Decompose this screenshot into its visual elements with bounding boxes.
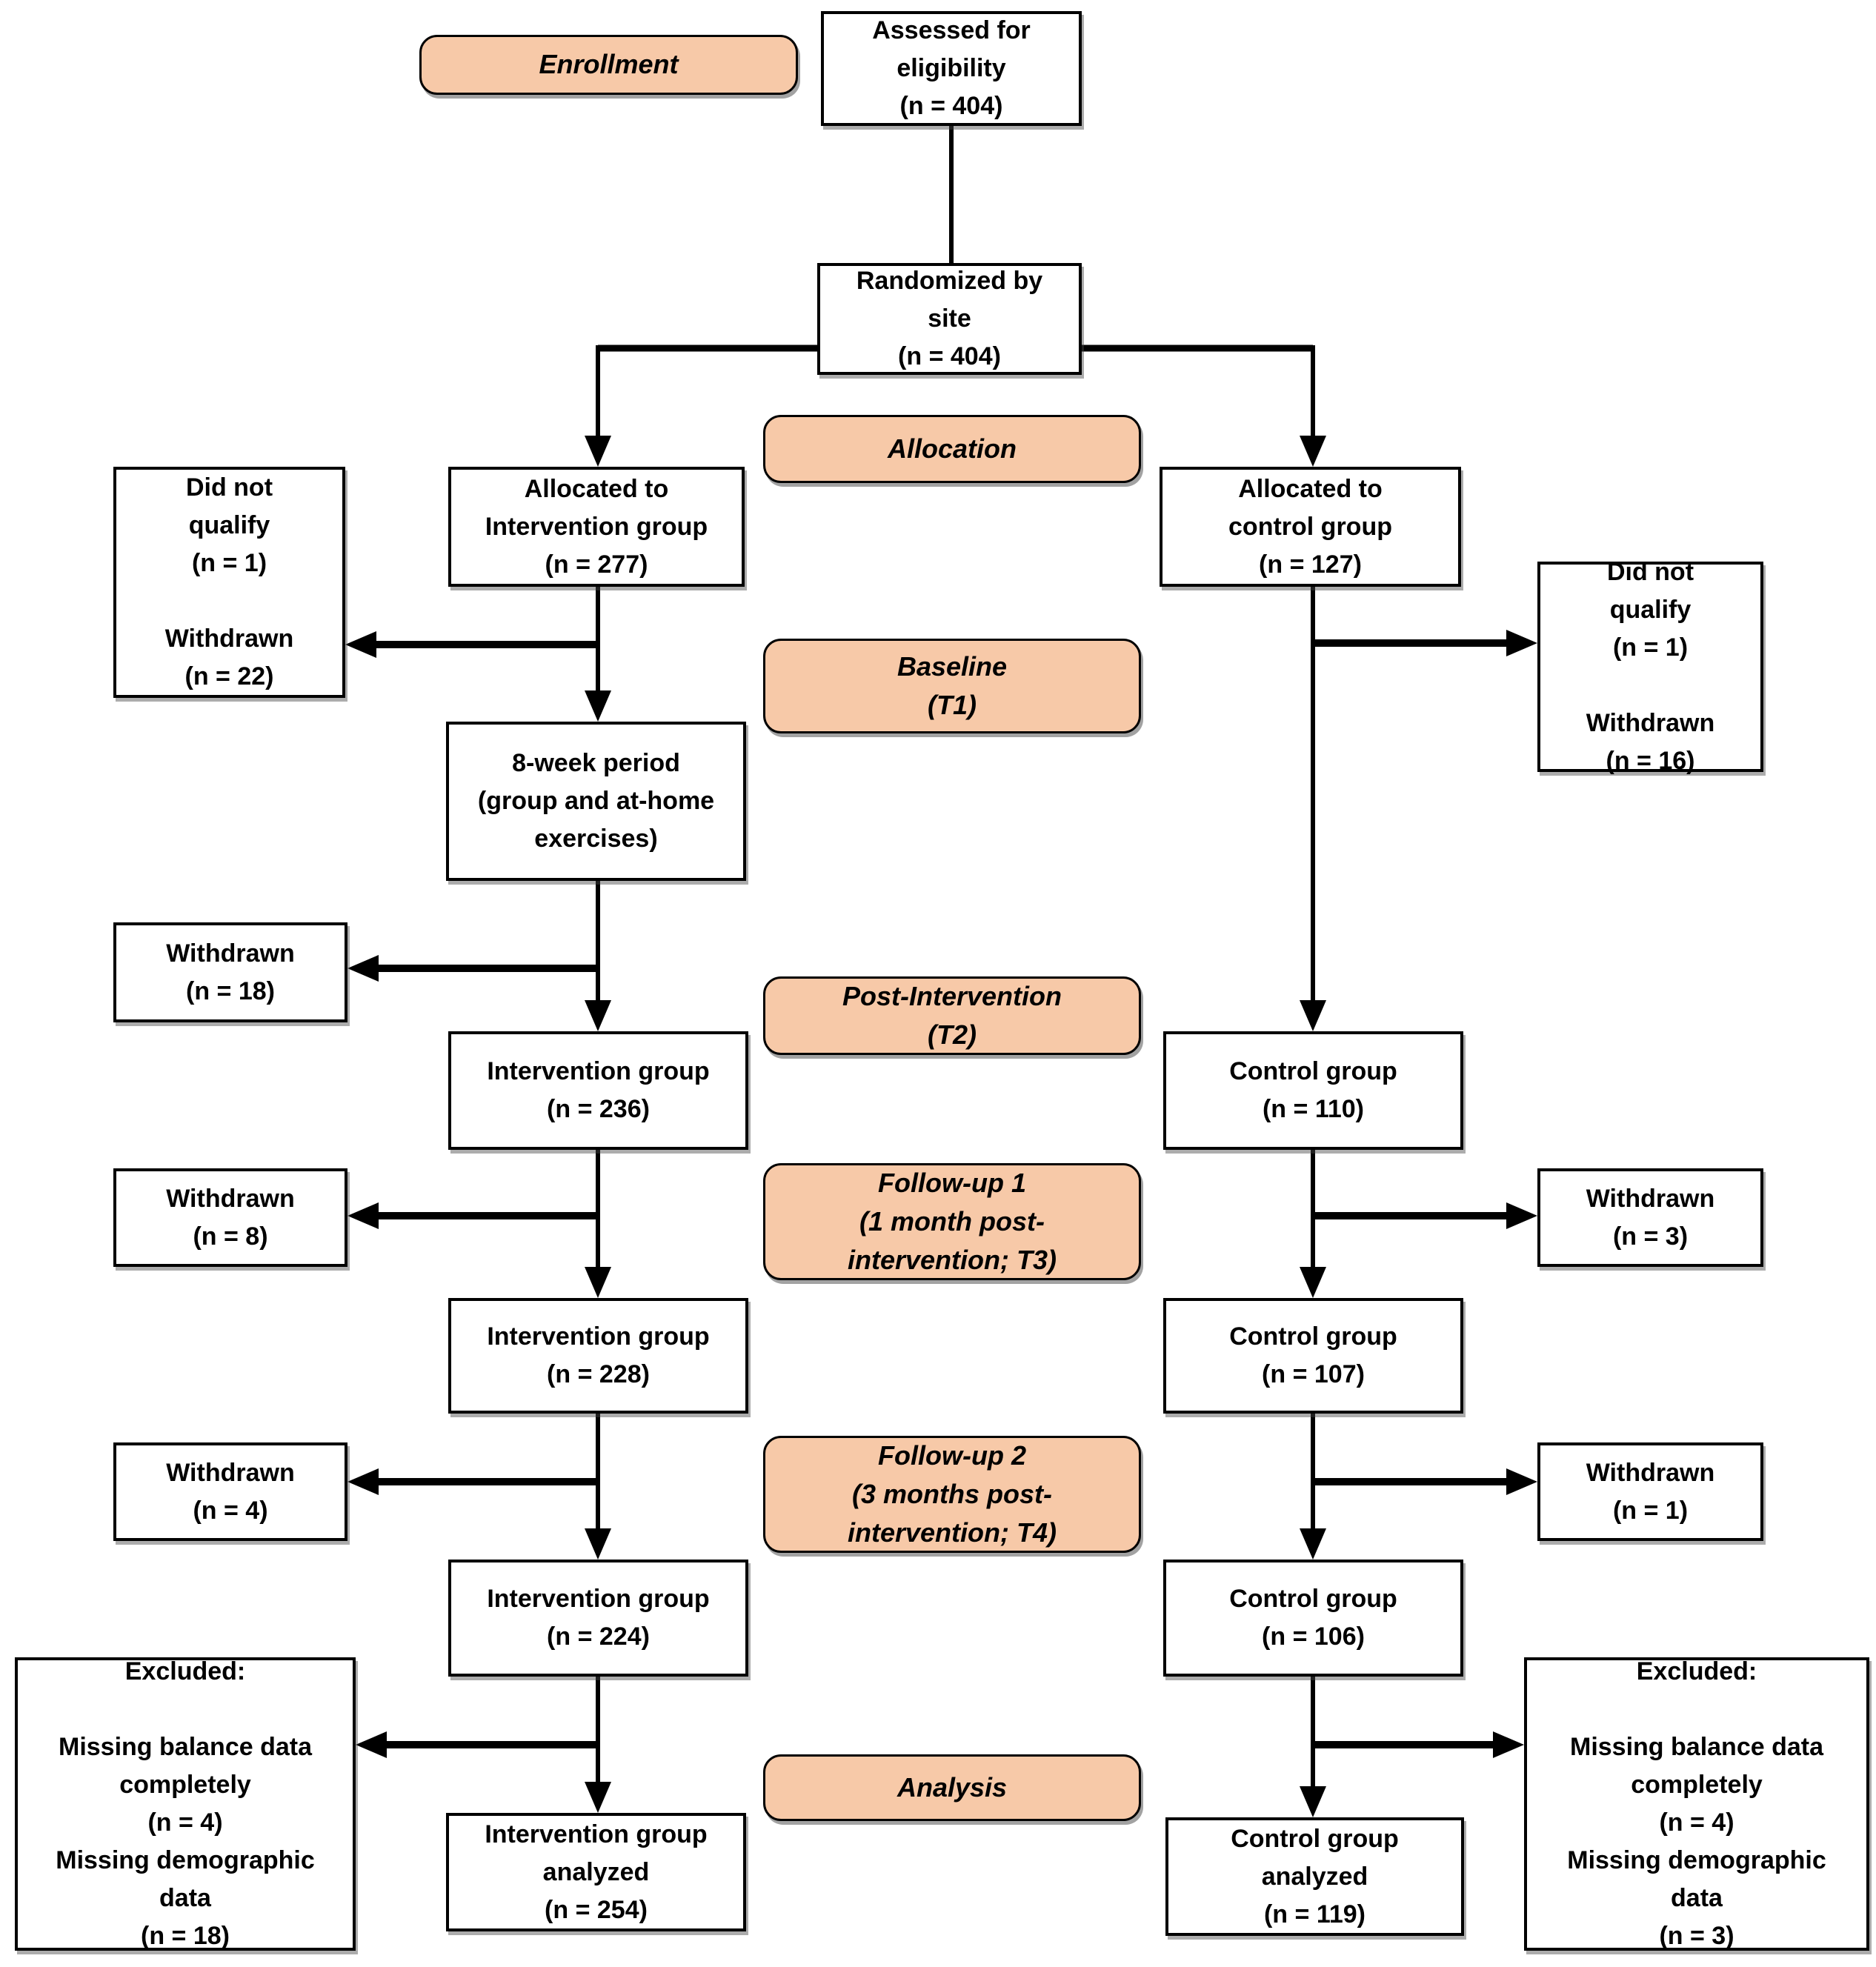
arrowhead-left-icon: [356, 1731, 387, 1758]
box-allocated-control: Allocated to control group (n = 127): [1160, 467, 1461, 587]
box-did-not-qualify-right: Did not qualify (n = 1) Withdrawn (n = 1…: [1537, 558, 1763, 775]
arrowhead-down-icon: [1300, 1267, 1326, 1298]
box-excluded-right: Excluded: Missing balance data completel…: [1524, 1657, 1869, 1951]
stage-followup2-t4: Follow-up 2 (3 months post- intervention…: [763, 1436, 1141, 1553]
box-intervention-analyzed: Intervention group analyzed (n = 254): [446, 1813, 746, 1931]
box-control-107: Control group (n = 107): [1163, 1298, 1463, 1414]
box-intervention-228: Intervention group (n = 228): [448, 1298, 748, 1414]
stage-post-intervention-t2: Post-Intervention (T2): [763, 976, 1141, 1055]
arrowhead-down-icon: [1300, 1528, 1326, 1560]
box-withdrawn-8: Withdrawn (n = 8): [113, 1168, 347, 1267]
box-intervention-224: Intervention group (n = 224): [448, 1560, 748, 1677]
arrowhead-left-icon: [347, 955, 379, 982]
arrowhead-down-icon: [1300, 1000, 1326, 1031]
box-did-not-qualify-left: Did not qualify (n = 1) Withdrawn (n = 2…: [113, 467, 345, 698]
box-assessed-eligibility: Assessed for eligibility (n = 404): [821, 11, 1082, 126]
box-withdrawn-1: Withdrawn (n = 1): [1537, 1442, 1763, 1541]
box-excluded-left: Excluded: Missing balance data completel…: [15, 1657, 356, 1951]
box-allocated-intervention: Allocated to Intervention group (n = 277…: [448, 467, 745, 587]
box-control-110: Control group (n = 110): [1163, 1031, 1463, 1150]
box-withdrawn-3: Withdrawn (n = 3): [1537, 1168, 1763, 1267]
arrowhead-right-icon: [1493, 1731, 1524, 1758]
arrowhead-down-icon: [1300, 1786, 1326, 1817]
stage-analysis: Analysis: [763, 1754, 1141, 1821]
box-withdrawn-18: Withdrawn (n = 18): [113, 922, 347, 1022]
box-8-week-period: 8-week period (group and at-home exercis…: [446, 722, 746, 881]
stage-enrollment: Enrollment: [419, 35, 798, 95]
stage-followup1-t3: Follow-up 1 (1 month post- intervention;…: [763, 1163, 1141, 1280]
arrowhead-down-icon: [1300, 436, 1326, 467]
stage-allocation: Allocation: [763, 415, 1141, 483]
arrowhead-down-icon: [585, 1782, 611, 1813]
arrowhead-down-icon: [585, 690, 611, 722]
arrowhead-down-icon: [585, 436, 611, 467]
arrowhead-down-icon: [585, 1528, 611, 1560]
box-randomized-by-site: Randomized by site (n = 404): [817, 263, 1082, 375]
box-control-analyzed: Control group analyzed (n = 119): [1165, 1817, 1464, 1936]
box-withdrawn-4: Withdrawn (n = 4): [113, 1442, 347, 1541]
arrowhead-down-icon: [585, 1267, 611, 1298]
arrowhead-left-icon: [345, 631, 376, 658]
box-control-106: Control group (n = 106): [1163, 1560, 1463, 1677]
arrowheads: [345, 436, 1537, 1817]
arrowhead-down-icon: [585, 1000, 611, 1031]
arrowhead-left-icon: [347, 1468, 379, 1495]
arrowhead-left-icon: [347, 1202, 379, 1229]
arrowhead-right-icon: [1506, 1202, 1537, 1229]
box-intervention-236: Intervention group (n = 236): [448, 1031, 748, 1150]
stage-baseline-t1: Baseline (T1): [763, 639, 1141, 733]
arrowhead-right-icon: [1506, 630, 1537, 656]
arrowhead-right-icon: [1506, 1468, 1537, 1495]
